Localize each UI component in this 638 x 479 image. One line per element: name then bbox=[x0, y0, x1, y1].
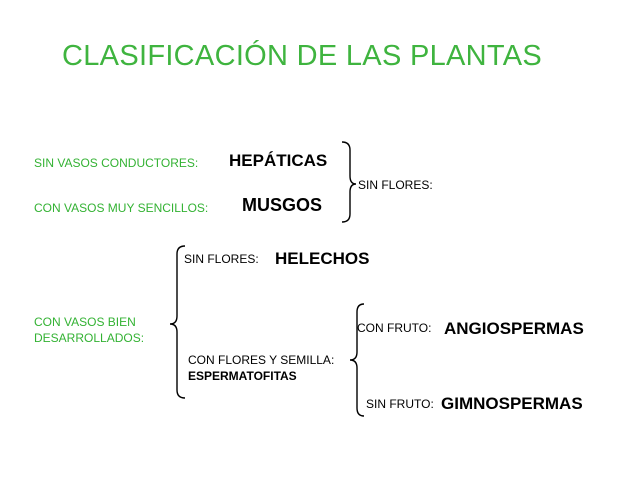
angiospermas-value: ANGIOSPERMAS bbox=[444, 319, 584, 338]
gimnospermas-value: GIMNOSPERMAS bbox=[441, 394, 583, 413]
con-fruto-label: CON FRUTO: bbox=[357, 321, 432, 335]
espermatofitas-value: ESPERMATOFITAS bbox=[188, 369, 297, 383]
hepaticas-value: HEPÁTICAS bbox=[229, 151, 328, 170]
helechos-label: SIN FLORES: bbox=[184, 252, 259, 266]
developed-vessels-label-1: CON VASOS BIEN bbox=[34, 315, 136, 329]
sin-fruto-label: SIN FRUTO: bbox=[366, 397, 434, 411]
bracket-flowers bbox=[349, 303, 365, 417]
musgos-value: MUSGOS bbox=[242, 195, 323, 215]
no-vessels-label: SIN VASOS CONDUCTORES: bbox=[34, 156, 199, 170]
flowers-seeds-label: CON FLORES Y SEMILLA: bbox=[188, 353, 335, 367]
simple-vessels-label: CON VASOS MUY SENCILLOS: bbox=[34, 201, 209, 215]
bracket-vascular bbox=[169, 245, 186, 399]
page-title: CLASIFICACIÓN DE LAS PLANTAS bbox=[62, 40, 543, 72]
helechos-value: HELECHOS bbox=[275, 249, 370, 268]
group1-sin-flores-label: SIN FLORES: bbox=[358, 178, 433, 192]
developed-vessels-label-2: DESARROLLADOS: bbox=[34, 331, 145, 345]
bracket-nonvascular bbox=[341, 141, 357, 223]
